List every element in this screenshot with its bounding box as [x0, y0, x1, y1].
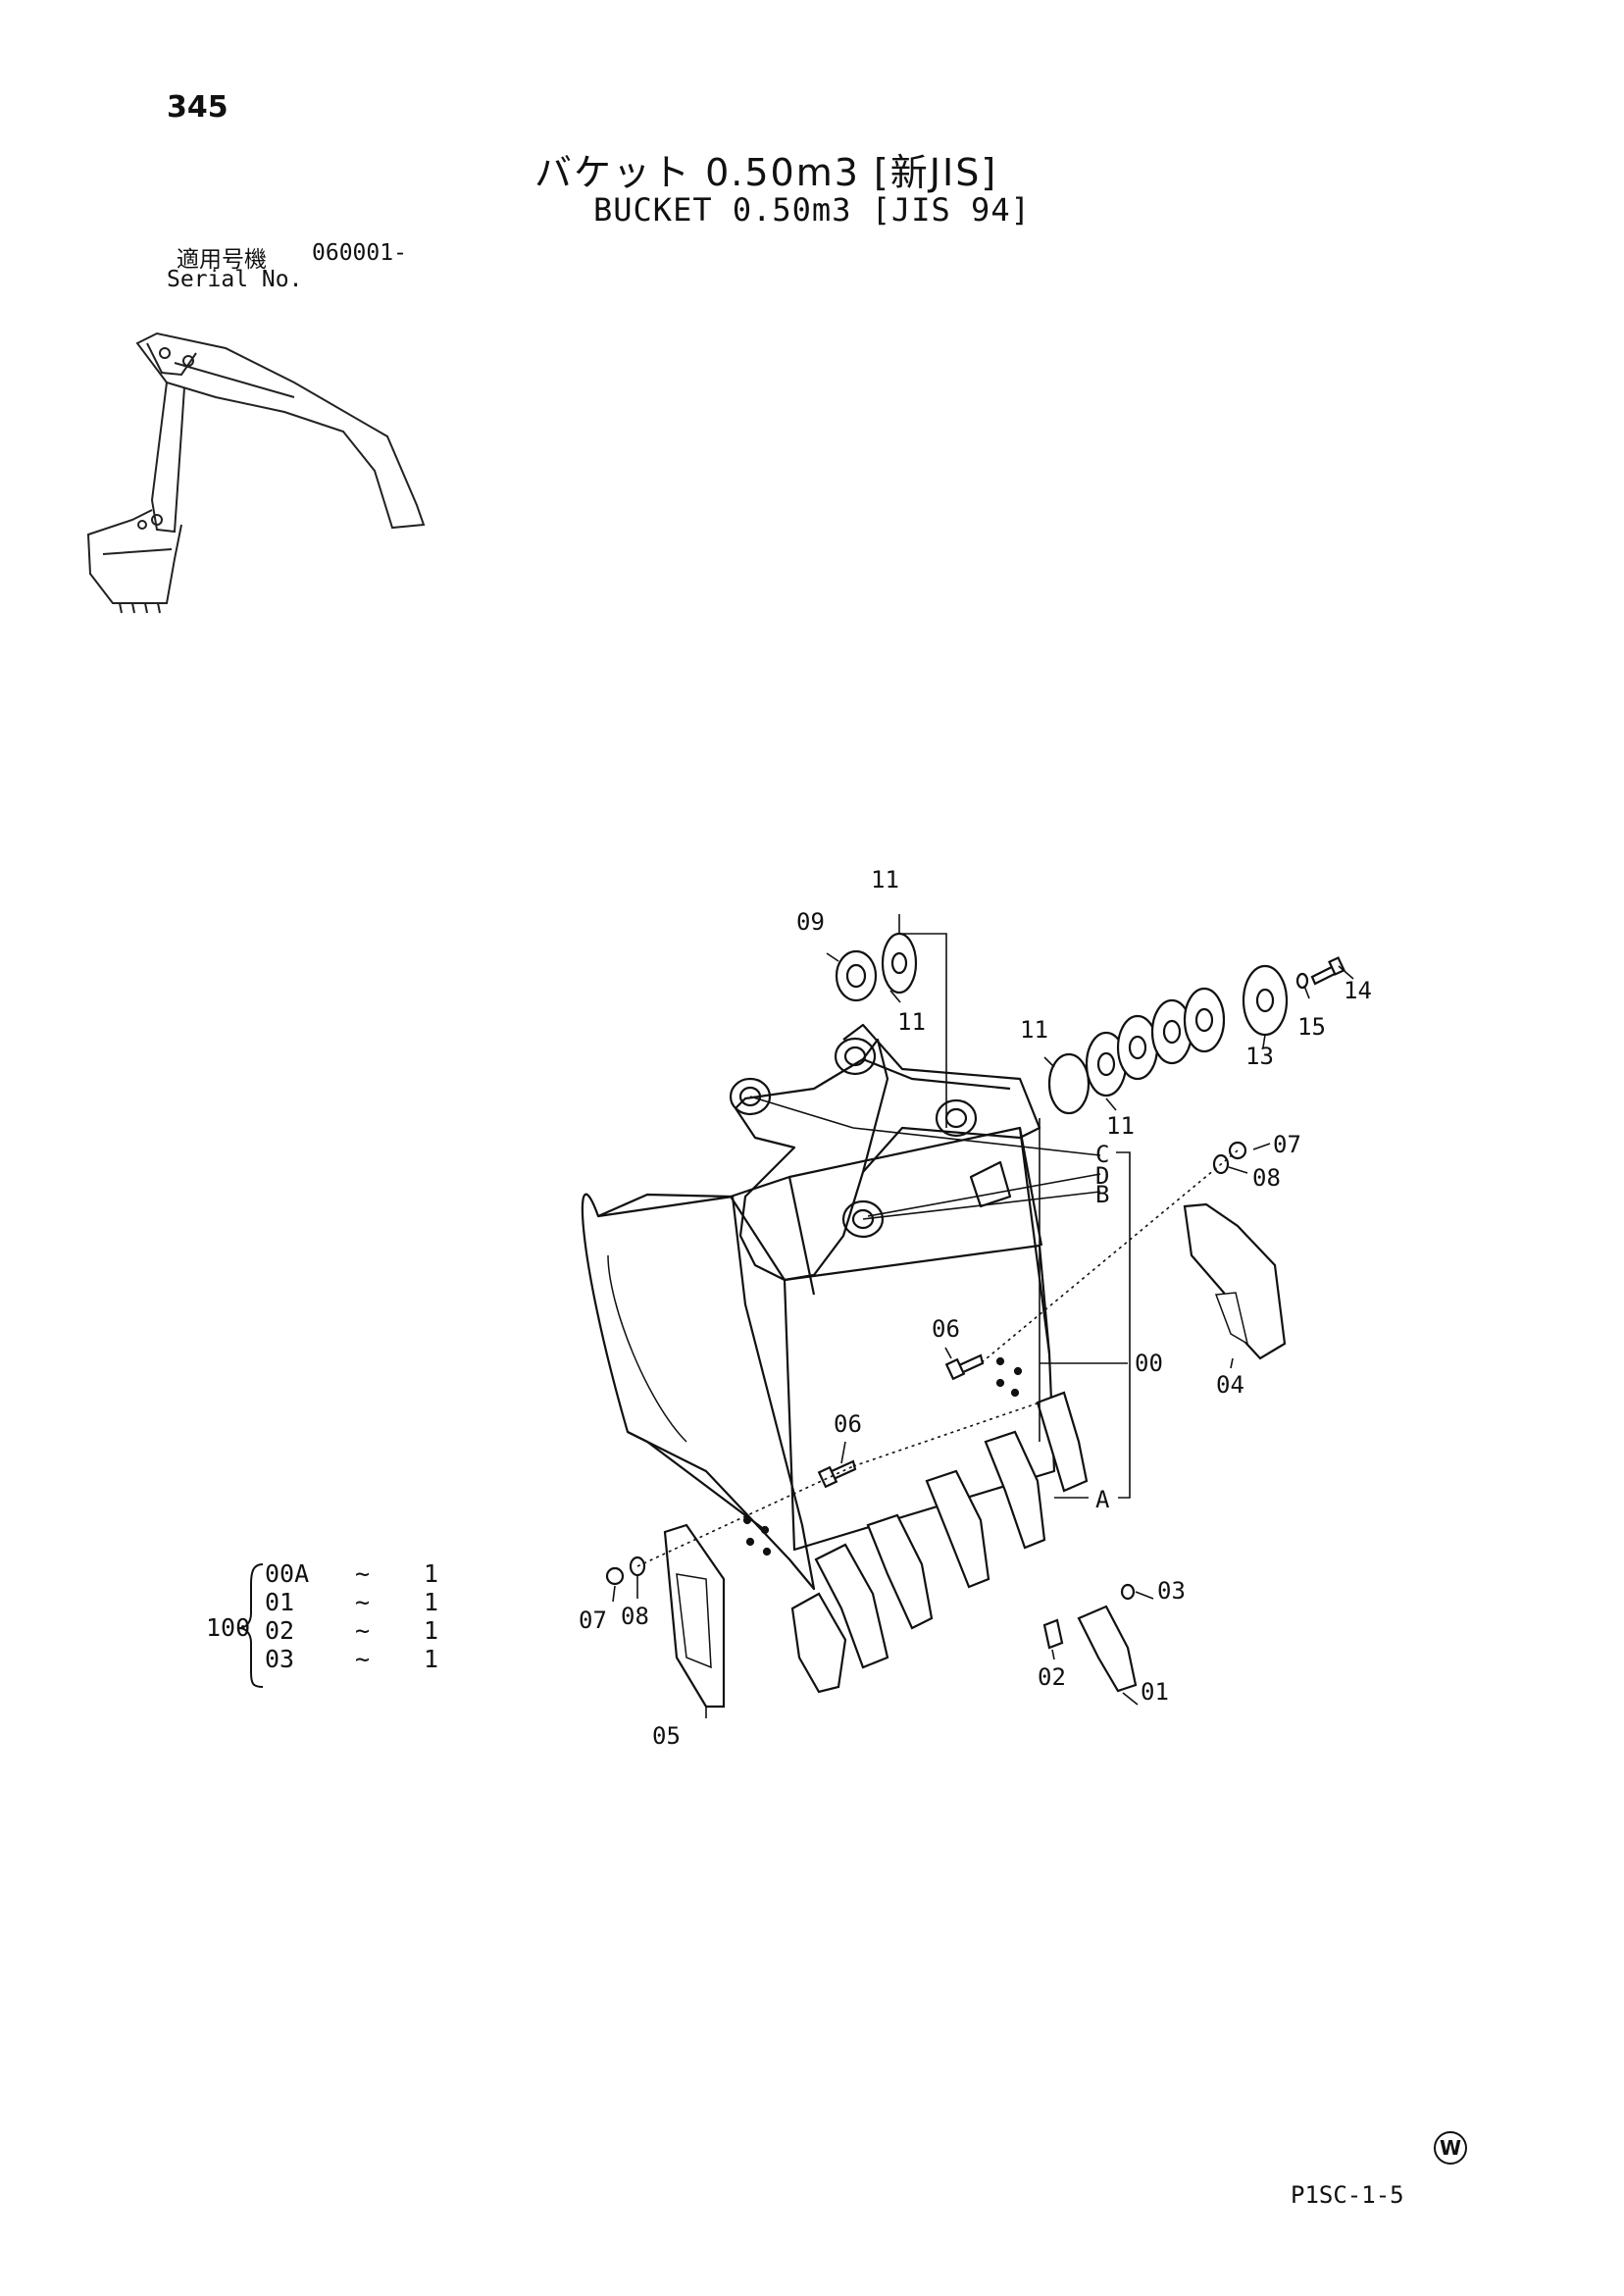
callout-11-top: 11 [871, 866, 899, 893]
shim-11-a [1047, 1052, 1091, 1115]
tooth-5 [984, 1430, 1046, 1550]
callout-A: A [1095, 1486, 1110, 1513]
page-number: 345 [167, 90, 228, 125]
kit-item-qty: 1 [424, 1559, 439, 1588]
tooth-6 [1036, 1391, 1089, 1493]
tooth-1 [790, 1592, 847, 1694]
kit-item-qty: 1 [424, 1616, 439, 1645]
side-cutter-right [1183, 1202, 1287, 1360]
callout-06-left: 06 [834, 1410, 862, 1438]
callout-14: 14 [1344, 977, 1372, 1004]
nut-07-left [605, 1566, 625, 1586]
kit-parent-number: 100 [206, 1613, 251, 1642]
serial-number-value: 060001- [312, 240, 407, 266]
kit-item-code: 00A [265, 1559, 310, 1588]
bucket-side-plate [581, 1193, 816, 1591]
bucket-mount-bracket [734, 1038, 889, 1282]
kit-item-code: 02 [265, 1616, 295, 1645]
callout-09: 09 [796, 908, 825, 936]
serial-label-english: Serial No. [167, 267, 303, 292]
callout-06-right: 06 [932, 1315, 960, 1343]
kit-row: 01 ~ 1 [265, 1588, 438, 1616]
callout-15: 15 [1297, 1013, 1326, 1041]
kit-brace [238, 1563, 264, 1688]
callout-02: 02 [1038, 1663, 1066, 1691]
tooth-3 [866, 1513, 934, 1630]
callout-07-right: 07 [1273, 1131, 1301, 1158]
kit-item-symbol: ~ [355, 1588, 371, 1616]
callout-13: 13 [1245, 1043, 1274, 1070]
lock-03 [1120, 1583, 1136, 1601]
kit-item-symbol: ~ [355, 1559, 371, 1588]
callout-B: B [1095, 1181, 1109, 1208]
kit-item-qty: 1 [424, 1645, 439, 1673]
kit-item-symbol: ~ [355, 1645, 371, 1673]
callout-08-left: 08 [621, 1603, 649, 1630]
title-english: BUCKET 0.50m3 [JIS 94] [593, 191, 1031, 229]
callout-D: D [1095, 1162, 1109, 1190]
kit-list: 00A ~ 1 01 ~ 1 02 ~ 1 03 ~ 1 [265, 1559, 438, 1673]
kit-row: 03 ~ 1 [265, 1645, 438, 1673]
callout-04: 04 [1216, 1371, 1244, 1399]
callout-11-mid: 11 [897, 1008, 926, 1036]
callout-11-left: 11 [1020, 1016, 1048, 1044]
bucket-teeth-group [790, 1391, 1138, 1694]
kit-item-symbol: ~ [355, 1616, 371, 1645]
callout-05: 05 [652, 1722, 681, 1750]
tooth-4 [925, 1469, 990, 1589]
manufacturer-mark-icon: W [1434, 2131, 1467, 2165]
callout-01: 01 [1141, 1678, 1169, 1706]
callout-08-right: 08 [1252, 1164, 1281, 1192]
page-code: P1SC-1-5 [1291, 2181, 1404, 2209]
callout-03: 03 [1157, 1577, 1186, 1605]
callout-07-left: 07 [579, 1607, 607, 1634]
kit-item-code: 03 [265, 1645, 295, 1673]
callout-11-right: 11 [1106, 1112, 1135, 1140]
callout-00: 00 [1135, 1350, 1163, 1377]
excavator-overview-sketch [86, 332, 426, 614]
callout-C: C [1095, 1141, 1109, 1168]
kit-row: 02 ~ 1 [265, 1616, 438, 1645]
title-japanese: バケット 0.50m3 [新JIS] [534, 151, 998, 194]
pin-02 [1042, 1618, 1064, 1650]
washer-15 [1295, 972, 1309, 990]
kit-item-qty: 1 [424, 1588, 439, 1616]
tooth-loose [1077, 1605, 1138, 1693]
kit-row: 00A ~ 1 [265, 1559, 438, 1588]
kit-item-code: 01 [265, 1588, 295, 1616]
tooth-2 [814, 1543, 889, 1669]
serial-label-japanese: 適用号機 [177, 247, 267, 273]
